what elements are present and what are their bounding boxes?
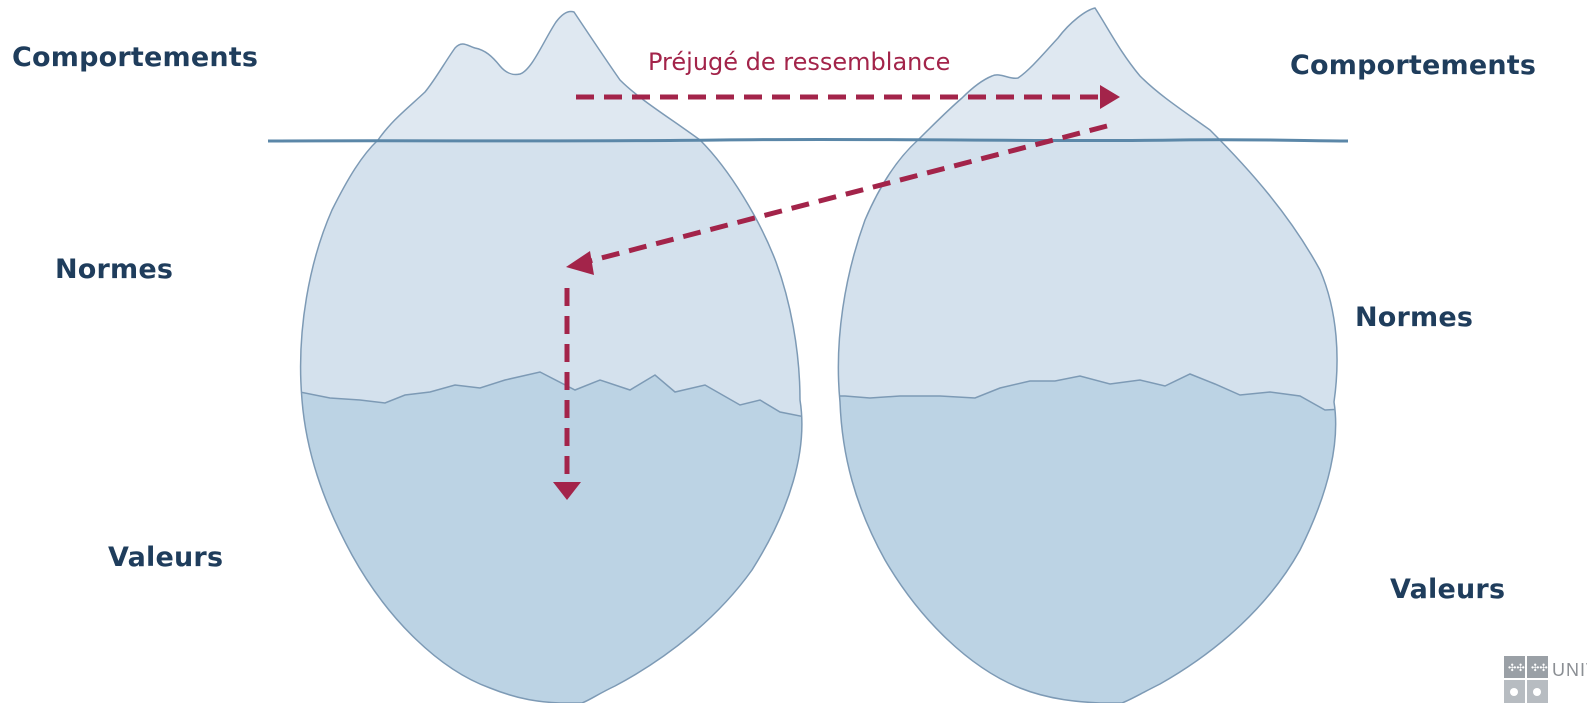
label-left-behaviours: Comportements [12, 42, 259, 73]
iceberg-right-layer-edge [838, 373, 1338, 411]
water-line [267, 137, 1349, 143]
iceberg-right-values-layer [838, 374, 1338, 703]
bias-arrows [553, 85, 1120, 500]
label-right-values: Valeurs [1390, 574, 1506, 605]
arrowhead-right [1100, 85, 1120, 109]
label-right-behaviours: Comportements [1290, 50, 1537, 81]
svg-text:✣✣: ✣✣ [1531, 663, 1548, 674]
iceberg-left-values-layer [300, 372, 802, 703]
iceberg-left [299, 10, 803, 704]
label-left-norms: Normes [55, 254, 174, 285]
label-left-values: Valeurs [108, 542, 224, 573]
iceberg-right-outline [837, 7, 1338, 704]
svg-text:✣✣: ✣✣ [1508, 663, 1525, 674]
iceberg-left-outline [299, 10, 803, 704]
iceberg-right-norms-layer [838, 142, 1338, 410]
iceberg-left-layer-edge [300, 371, 802, 421]
label-right-norms: Normes [1355, 302, 1474, 333]
iceberg-right [837, 7, 1338, 704]
university-crest-icon: ✣✣ ✣✣ [1504, 656, 1548, 703]
university-logo-text: UNIVE [1552, 660, 1587, 680]
similarity-bias-label: Préjugé de ressemblance [648, 48, 951, 76]
university-logo: ✣✣ ✣✣ UNIVE [1504, 654, 1587, 703]
iceberg-left-norms-layer [300, 142, 802, 420]
arrowhead-left [566, 251, 594, 275]
arrow-diagonal-to-norms [585, 123, 1108, 265]
arrowhead-down [553, 482, 581, 500]
